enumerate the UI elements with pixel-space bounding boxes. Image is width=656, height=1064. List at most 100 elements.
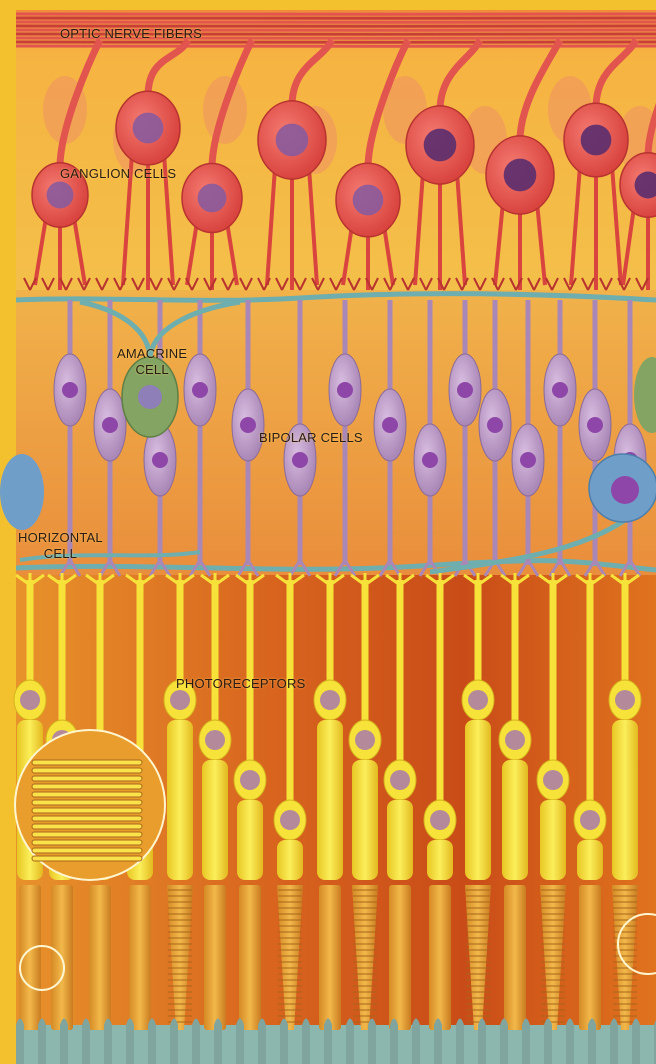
rod-outer-segment	[89, 885, 111, 1030]
inner-segment	[387, 800, 413, 880]
inset-disc	[32, 784, 142, 789]
label-amacrine-line1: AMACRINE	[117, 346, 187, 362]
inner-segment	[277, 840, 303, 880]
bipolar-nucleus	[487, 417, 503, 433]
epithelium-process	[302, 1019, 310, 1064]
horizontal-nucleus	[611, 476, 639, 504]
photoreceptor-nucleus	[543, 770, 563, 790]
epithelium-process	[500, 1019, 508, 1064]
inset-disc	[32, 760, 142, 765]
epithelium-process	[610, 1019, 618, 1064]
inner-segment	[502, 760, 528, 880]
photoreceptor-nucleus	[320, 690, 340, 710]
inset-disc	[32, 776, 142, 781]
rod-outer-segment	[129, 885, 151, 1030]
bipolar-nucleus	[152, 452, 168, 468]
bipolar-nucleus	[337, 382, 353, 398]
photoreceptor-nucleus	[390, 770, 410, 790]
label-horizontal-cell: HORIZONTAL CELL	[18, 530, 103, 562]
epithelium-process	[566, 1019, 574, 1064]
inner-segment	[577, 840, 603, 880]
inset-disc	[32, 824, 142, 829]
inner-segment	[167, 720, 193, 880]
label-horizontal-line1: HORIZONTAL	[18, 530, 103, 546]
inset-disc	[32, 816, 142, 821]
bipolar-nucleus	[62, 382, 78, 398]
photoreceptor-nucleus	[280, 810, 300, 830]
inset-disc	[32, 856, 142, 861]
inner-segment	[317, 720, 343, 880]
photoreceptor-nucleus	[580, 810, 600, 830]
ganglion-nucleus	[424, 129, 457, 162]
ganglion-nucleus	[198, 184, 227, 213]
inset-disc	[32, 840, 142, 845]
epithelium-process	[170, 1019, 178, 1064]
label-horizontal-line2: CELL	[18, 546, 103, 562]
epithelium-process	[434, 1019, 442, 1064]
inset-disc	[32, 792, 142, 797]
epithelium-process	[324, 1019, 332, 1064]
rod-outer-segment	[204, 885, 226, 1030]
inset-disc	[32, 800, 142, 805]
rod-outer-segment	[504, 885, 526, 1030]
photoreceptor-nucleus	[615, 690, 635, 710]
epithelium-process	[588, 1019, 596, 1064]
photoreceptor-nucleus	[170, 690, 190, 710]
inset-disc	[32, 832, 142, 837]
label-amacrine-line2: CELL	[117, 362, 187, 378]
rod-outer-segment	[579, 885, 601, 1030]
epithelium-process	[38, 1019, 46, 1064]
epithelium-process	[16, 1019, 24, 1064]
epithelium-process	[214, 1019, 222, 1064]
ganglion-nucleus	[47, 182, 74, 209]
label-amacrine-cell: AMACRINE CELL	[117, 346, 187, 378]
epithelium-process	[456, 1019, 464, 1064]
epithelium-process	[478, 1019, 486, 1064]
bipolar-nucleus	[422, 452, 438, 468]
photoreceptor-nucleus	[430, 810, 450, 830]
ganglion-layer	[16, 10, 656, 300]
amacrine-nucleus	[138, 385, 162, 409]
inner-segment	[352, 760, 378, 880]
epithelium-process	[148, 1019, 156, 1064]
bipolar-nucleus	[457, 382, 473, 398]
nerve-fiber	[16, 21, 656, 22]
epithelium-process	[544, 1019, 552, 1064]
bipolar-nucleus	[102, 417, 118, 433]
bipolar-nucleus	[552, 382, 568, 398]
horizontal-cell-left	[0, 454, 44, 530]
ganglion-nucleus	[581, 125, 612, 156]
label-photoreceptors: PHOTORECEPTORS	[176, 676, 305, 692]
bipolar-nucleus	[382, 417, 398, 433]
epithelium-process	[280, 1019, 288, 1064]
rod-outer-segment	[319, 885, 341, 1030]
photoreceptor-nucleus	[205, 730, 225, 750]
inset-disc	[32, 768, 142, 773]
inner-segment	[612, 720, 638, 880]
inner-segment	[237, 800, 263, 880]
photoreceptor-nucleus	[468, 690, 488, 710]
epithelium-process	[522, 1019, 530, 1064]
epithelium-process	[82, 1019, 90, 1064]
label-optic-nerve-fibers: OPTIC NERVE FIBERS	[60, 26, 202, 42]
ganglion-nucleus	[353, 185, 384, 216]
bipolar-nucleus	[520, 452, 536, 468]
epithelium-process	[236, 1019, 244, 1064]
ganglion-nucleus	[504, 159, 537, 192]
inner-segment	[427, 840, 453, 880]
ganglion-nucleus	[133, 113, 164, 144]
nerve-fiber	[16, 17, 656, 18]
rod-outer-segment	[239, 885, 261, 1030]
epithelium-process	[258, 1019, 266, 1064]
epithelium-process	[346, 1019, 354, 1064]
epithelium-process	[390, 1019, 398, 1064]
inner-segment	[540, 800, 566, 880]
inset-disc	[32, 848, 142, 853]
photoreceptor-nucleus	[20, 690, 40, 710]
epithelium-process	[126, 1019, 134, 1064]
inner-segment	[465, 720, 491, 880]
inner-segment	[202, 760, 228, 880]
epithelium-process	[104, 1019, 112, 1064]
epithelium-process	[632, 1019, 640, 1064]
